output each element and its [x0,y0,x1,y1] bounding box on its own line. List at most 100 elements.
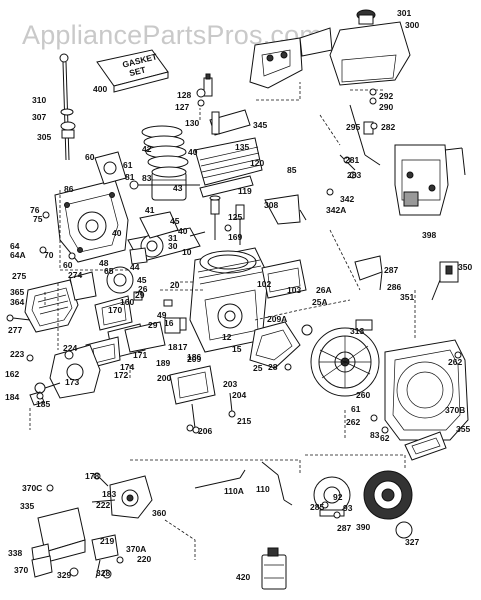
ignition-module [394,144,466,216]
part-label: 200 [157,373,171,383]
kit-label-line2: SET [128,64,147,78]
part-label: 287 [384,265,398,275]
part-label: 209A [267,314,287,324]
part-label: 285 [310,502,324,512]
part-label: 29 [148,320,158,330]
fuel-pump [91,472,153,519]
part-label: 170 [108,305,122,315]
part-label: 172 [114,370,128,380]
part-label: 223 [10,349,24,359]
part-label: 135 [235,142,249,152]
dipstick [59,53,76,161]
part-label: 292 [379,91,393,101]
spark-plug [203,73,220,135]
part-label: 203 [223,379,237,389]
part-label: 25A [312,297,328,307]
part-label: 160 [120,297,134,307]
part-label: 215 [237,416,251,426]
part-label: 345 [253,120,267,130]
part-label: 301 [397,8,411,18]
part-label: 204 [232,390,246,400]
part-label: 162 [5,369,19,379]
part-label: 328 [96,568,110,578]
part-label: 364 [10,297,24,307]
flywheel [310,319,380,397]
part-label: 282 [381,122,395,132]
part-label: 75 [33,214,43,224]
part-label: 86 [64,184,74,194]
part-label: 390 [356,522,370,532]
part-label: 219 [100,536,114,546]
part-label: 93 [343,503,353,513]
part-label: 420 [236,572,250,582]
part-label: 335 [20,501,34,511]
part-label: 305 [37,132,51,142]
part-label: 26 [138,284,148,294]
part-label: 370A [126,544,146,554]
part-label: 40 [178,226,188,236]
part-number-labels: 301 300 310 400 307 305 128 127 130 345 … [5,8,472,582]
part-label: 40 [188,147,198,157]
part-label: 174 [120,362,134,372]
part-label: 307 [32,112,46,122]
part-label: 184 [5,392,19,402]
part-label: 17 [178,342,188,352]
part-label: 16 [164,318,174,328]
part-label: 25 [253,363,263,373]
part-label: 110 [256,484,270,494]
part-label: 15 [232,344,242,354]
part-label: 222 [96,500,110,510]
part-label: 29 [135,290,145,300]
part-label: 60 [85,152,95,162]
part-label: 338 [8,548,22,558]
part-label: 262 [346,417,360,427]
part-label: 400 [93,84,107,94]
bracket-plate-308 [264,194,307,225]
part-label: 209 [187,354,201,364]
part-label: 10 [182,247,192,257]
wire-connector [431,261,459,301]
part-label: 64 [10,241,20,251]
part-label: 300 [405,20,419,30]
muffler-parts [169,365,236,434]
part-label: 329 [57,570,71,580]
part-label: 173 [65,377,79,387]
screws [26,88,462,564]
part-label: 26A [316,285,332,295]
control-lever [69,534,119,579]
part-label: 83 [370,430,380,440]
part-label: 220 [137,554,151,564]
piston [129,166,200,201]
part-label: 178 [85,471,99,481]
part-label: 370 [14,565,28,575]
crankcase-cover [54,151,129,263]
piston-rings [141,125,189,169]
part-label: 60 [63,260,73,270]
part-label: 31 [168,233,178,243]
part-label: 65 [104,266,114,276]
part-label: 183 [102,489,116,499]
part-label: 103 [287,285,301,295]
part-label: 28 [268,362,278,372]
recoil-starter [404,431,447,461]
part-label: 45 [137,275,147,285]
part-label: 92 [333,492,343,502]
part-label: 20 [170,280,180,290]
part-label: 286 [387,282,401,292]
part-label: 12 [222,332,232,342]
part-label: 42 [142,144,152,154]
part-label: 119 [238,186,252,196]
part-label: 290 [379,102,393,112]
tank-bracket [249,27,333,89]
gasket-set-box: GASKET SET [96,49,169,93]
fuel-tank [329,9,411,86]
part-label: 283 [347,170,361,180]
part-label: 370B [445,405,465,415]
part-label: 287 [337,523,351,533]
part-label: 260 [356,390,370,400]
part-label: 128 [177,90,191,100]
carburetor-gaskets [85,295,181,369]
part-label: 310 [32,95,46,105]
cam-gear [106,247,148,294]
dashed-leader-lines [29,82,416,560]
